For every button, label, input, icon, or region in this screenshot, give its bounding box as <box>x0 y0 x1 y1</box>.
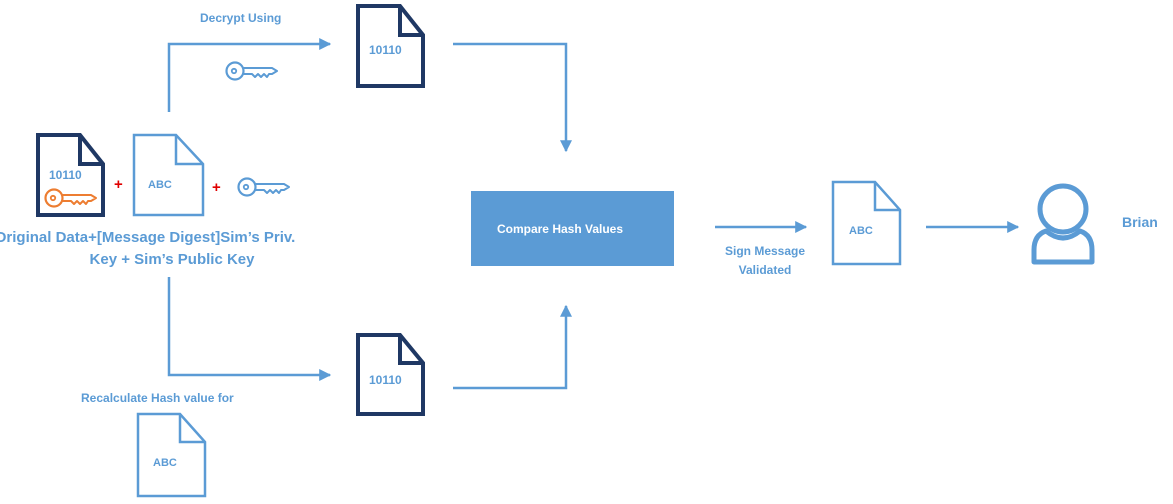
sign-message-label: Sign Message <box>725 244 805 258</box>
compare-hash-values-label: Compare Hash Values <box>497 222 623 236</box>
user-icon <box>1031 183 1095 265</box>
arrow-to-recalc <box>167 277 332 381</box>
plus-sign-1: + <box>114 176 123 193</box>
brian-label: Brian <box>1122 214 1158 230</box>
original-data-caption-line2: Key + Sim’s Public Key <box>90 251 256 268</box>
compare-hash-values-box: Compare Hash Values <box>471 191 674 266</box>
recalc-abc-text: ABC <box>153 457 177 469</box>
arrow-to-decrypt <box>167 38 332 112</box>
decrypted-bits-text: 10110 <box>369 43 402 57</box>
recalc-source-document-icon: ABC <box>136 412 207 498</box>
recalculate-hash-label: Recalculate Hash value for <box>81 391 234 405</box>
validated-message-document-icon: ABC <box>831 180 902 266</box>
arrow-bottom-to-compare <box>453 304 572 390</box>
original-data-caption-line1: Original Data+[Message Digest]Sim’s Priv… <box>0 229 295 246</box>
decrypt-using-label: Decrypt Using <box>200 11 281 25</box>
message-digest-document-icon: ABC <box>132 133 205 217</box>
validated-abc-text: ABC <box>849 225 873 237</box>
decrypted-hash-document-icon: 10110 <box>356 4 425 88</box>
original-bits-text: 10110 <box>49 168 82 182</box>
decrypt-key-icon <box>225 61 279 81</box>
validated-label: Validated <box>739 263 792 277</box>
plus-sign-2: + <box>212 179 221 196</box>
recalculated-hash-document-icon: 10110 <box>356 333 425 416</box>
recalculated-bits-text: 10110 <box>369 373 402 387</box>
original-data-document-icon: 10110 <box>36 133 105 217</box>
public-key-icon <box>237 177 291 197</box>
digest-abc-text: ABC <box>148 179 172 191</box>
connector-lines <box>167 38 1020 390</box>
arrow-top-to-compare <box>453 42 572 153</box>
